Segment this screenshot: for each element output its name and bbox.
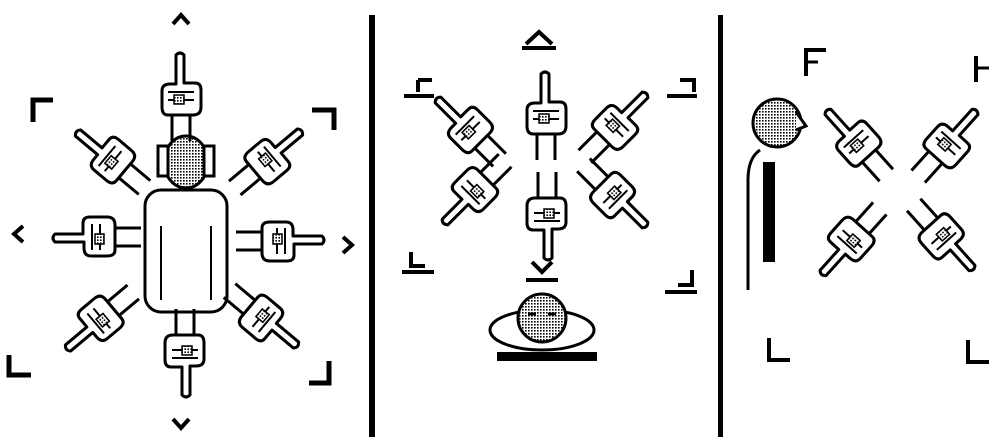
hand-down-icon xyxy=(165,309,204,397)
hand-up-left-icon xyxy=(65,116,157,202)
arrow-up-icon xyxy=(173,15,189,24)
divider-right xyxy=(718,15,723,437)
hand-up-icon xyxy=(527,72,566,160)
person-head xyxy=(158,136,214,188)
corner-bottom-right-icon xyxy=(665,270,697,292)
panel-side-view xyxy=(748,50,989,362)
corner-bottom-right-icon xyxy=(968,340,989,362)
corner-top-left-icon xyxy=(806,50,826,76)
hand-down-left-icon xyxy=(429,146,519,236)
hand-down-right-icon xyxy=(899,192,987,283)
arrow-up-icon xyxy=(522,32,556,48)
corner-top-right-icon xyxy=(667,80,697,96)
hand-left-icon xyxy=(53,217,141,256)
hand-down-left-icon xyxy=(53,277,145,363)
hand-down-icon xyxy=(527,172,566,260)
hand-up-left-icon xyxy=(813,96,901,187)
corner-bottom-left-icon xyxy=(402,252,434,272)
panel-top-view xyxy=(402,32,697,361)
corner-bottom-left-icon xyxy=(769,338,790,360)
person-top-view xyxy=(490,294,597,361)
hand-up-icon xyxy=(162,53,201,141)
corner-top-right-icon xyxy=(976,56,989,82)
corner-top-left-icon xyxy=(404,80,434,96)
divider-left xyxy=(369,15,375,437)
person-torso xyxy=(145,190,227,312)
arrow-down-icon xyxy=(526,262,558,280)
panel-front-view xyxy=(9,15,352,428)
hand-up-right-icon xyxy=(571,81,661,171)
arrow-left-icon xyxy=(14,226,23,242)
person-side-view xyxy=(748,99,806,290)
corner-bottom-right-icon xyxy=(309,361,329,383)
hand-up-right-icon xyxy=(223,117,315,203)
hand-up-left-icon xyxy=(424,84,514,174)
hand-down-right-icon xyxy=(217,276,309,362)
corner-bottom-left-icon xyxy=(9,355,31,375)
arrow-down-icon xyxy=(173,419,189,428)
hand-right-icon xyxy=(236,222,324,261)
corner-top-right-icon xyxy=(312,110,334,130)
hand-down-right-icon xyxy=(569,151,659,241)
arrow-right-icon xyxy=(343,237,352,253)
hand-down-left-icon xyxy=(806,195,894,286)
hand-up-right-icon xyxy=(904,98,989,189)
corner-top-left-icon xyxy=(33,100,53,122)
